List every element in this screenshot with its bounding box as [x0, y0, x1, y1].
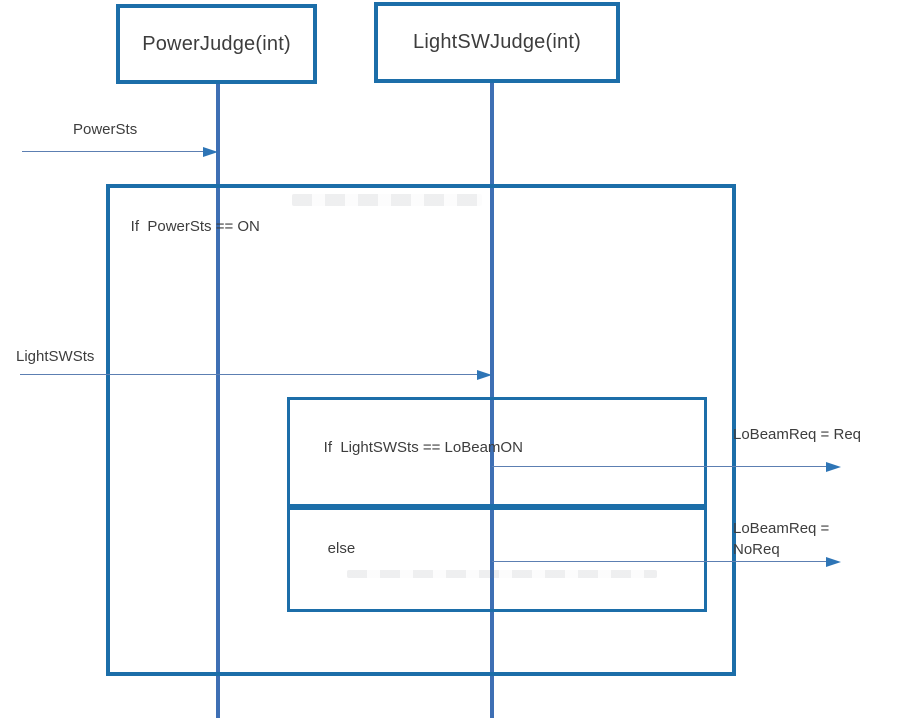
faded-text-artifact: [292, 194, 482, 206]
condition-label-powersts-on: If PowerSts == ON: [130, 218, 260, 235]
condition-frame-powersts-on: If PowerSts == ON: [106, 184, 736, 676]
arrowhead-icon: [477, 370, 492, 380]
condition-label-else: else: [327, 540, 356, 557]
faded-text-artifact: [347, 570, 657, 578]
arrowhead-icon: [826, 462, 841, 472]
arrowhead-icon: [826, 557, 841, 567]
actor-box-lightswjudge: LightSWJudge(int): [374, 2, 620, 83]
message-arrow-powersts: [22, 151, 203, 152]
condition-frame-lightswsts-lobeamon: If LightSWSts == LoBeamON: [287, 397, 707, 507]
condition-label-lightswsts-lobeamon: If LightSWSts == LoBeamON: [323, 439, 523, 456]
message-label-lightswsts: LightSWSts: [16, 348, 95, 365]
condition-frame-else: else: [287, 507, 707, 612]
message-label-lobeamreq-noreq: LoBeamReq = NoReq: [733, 520, 830, 558]
message-label-lobeamreq-req: LoBeamReq = Req: [733, 426, 861, 443]
message-arrow-lightswsts: [20, 374, 477, 375]
arrowhead-icon: [203, 147, 218, 157]
message-arrow-lobeamreq-noreq: [492, 561, 826, 562]
message-arrow-lobeamreq-req: [492, 466, 826, 467]
actor-label-lightswjudge: LightSWJudge(int): [413, 31, 581, 53]
lifeline-lightswjudge: [490, 83, 494, 718]
actor-box-powerjudge: PowerJudge(int): [116, 4, 317, 84]
lifeline-powerjudge: [216, 84, 220, 718]
actor-label-powerjudge: PowerJudge(int): [142, 32, 291, 55]
message-label-powersts: PowerSts: [73, 121, 138, 138]
